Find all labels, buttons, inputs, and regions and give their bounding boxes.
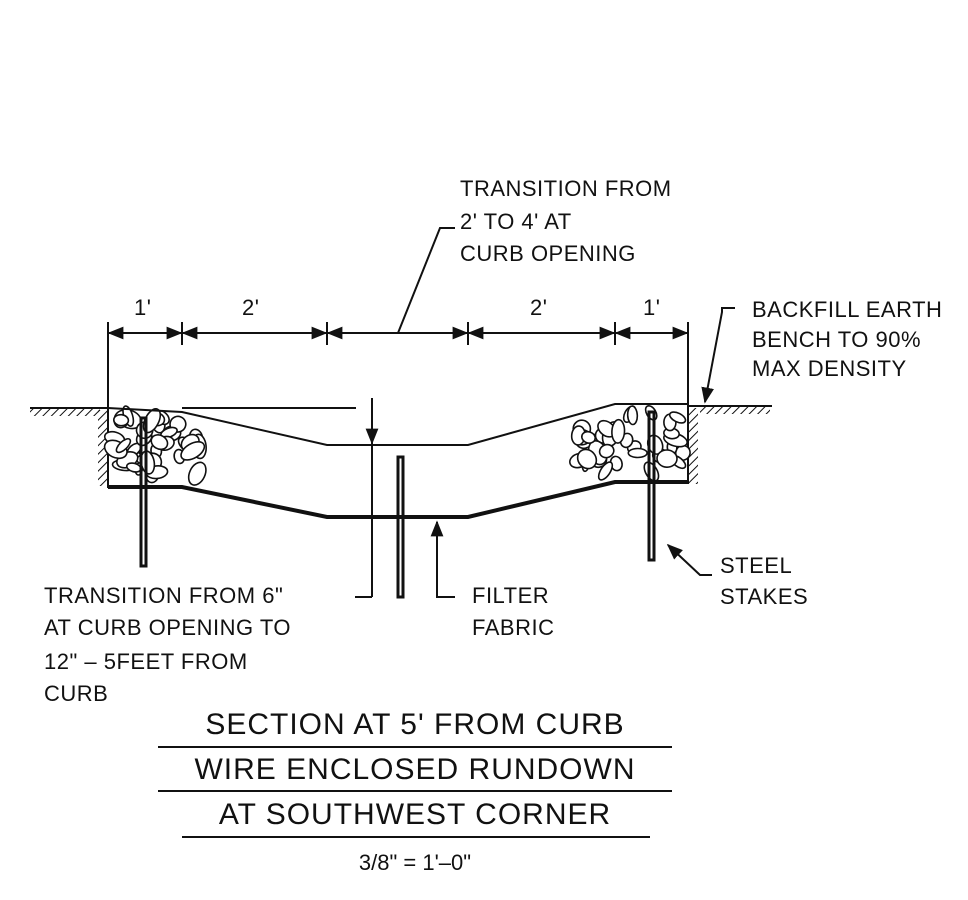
rock [576, 448, 598, 470]
note-line: CURB OPENING [460, 241, 636, 266]
note-line: 2' TO 4' AT [460, 209, 572, 234]
steel-stake-right [647, 410, 656, 562]
dimension-label: 1' [643, 295, 661, 320]
note-line: STAKES [720, 584, 809, 609]
rock [187, 461, 207, 486]
note-line: BACKFILL EARTH [752, 297, 943, 322]
stakes-leader [666, 543, 712, 576]
ground-hatch-left [30, 409, 100, 416]
transition-leader [397, 227, 455, 334]
dimension-label: 2' [530, 295, 548, 320]
rock [598, 443, 615, 459]
note-line: TRANSITION FROM 6" [44, 583, 284, 608]
rock [626, 405, 639, 426]
note-line: AT CURB OPENING TO [44, 615, 291, 640]
trench-wall-hatch-left [98, 410, 107, 486]
rock-fill-right [569, 404, 691, 482]
steel-stakes [139, 410, 656, 599]
rock [668, 411, 687, 424]
rock [656, 449, 678, 469]
rock [150, 434, 169, 451]
channel-top-surface [107, 403, 688, 446]
rock [597, 461, 614, 481]
rock [627, 447, 648, 459]
steel-stake-left [139, 416, 148, 568]
steel-stake-center [396, 455, 405, 599]
dimension-lines [107, 322, 689, 410]
rock-fill-left [103, 405, 207, 486]
dimension-label: 2' [242, 295, 260, 320]
rock [115, 437, 132, 454]
note-line: 12" – 5FEET FROM [44, 649, 248, 674]
drawing-scale: 3/8" = 1'–0" [358, 850, 472, 875]
note-line: BENCH TO 90% [752, 327, 922, 352]
drawing-title: WIRE ENCLOSED RUNDOWN [194, 753, 636, 786]
rock [581, 430, 596, 444]
note-line: TRANSITION FROM [460, 176, 672, 201]
trench-wall-hatch-right [689, 408, 698, 484]
rock [611, 418, 626, 444]
ground-surface [30, 405, 772, 488]
note-line: FABRIC [472, 615, 555, 640]
title-underlines [158, 746, 672, 838]
rock [113, 413, 130, 427]
depth-dimension [355, 398, 379, 598]
backfill-leader [701, 307, 735, 404]
drawing-title: SECTION AT 5' FROM CURB [205, 708, 625, 741]
filter-fabric-leader [430, 520, 455, 598]
rock [180, 441, 206, 461]
dimension-label: 1' [134, 295, 152, 320]
ground-hatch-right [700, 407, 770, 414]
leader-lines [397, 227, 735, 598]
note-line: CURB [44, 681, 109, 706]
note-line: STEEL [720, 553, 793, 578]
drawing-title: AT SOUTHWEST CORNER [218, 798, 612, 831]
note-line: MAX DENSITY [752, 356, 907, 381]
note-line: FILTER [472, 583, 550, 608]
